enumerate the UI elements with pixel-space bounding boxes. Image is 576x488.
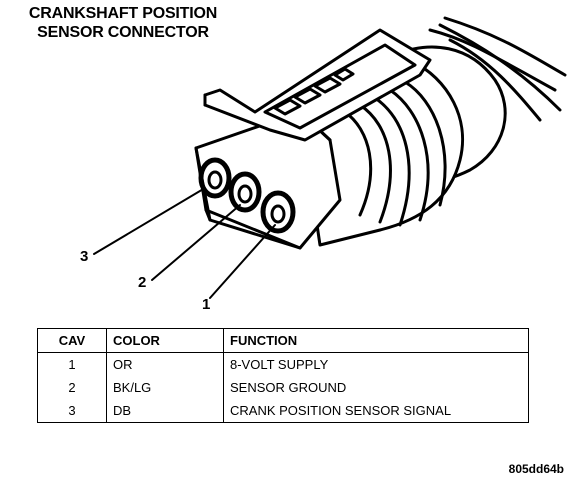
title-line-1: CRANKSHAFT POSITION xyxy=(28,5,218,22)
cell-color: DB xyxy=(106,399,224,423)
wire-3 xyxy=(443,16,567,77)
callout-1: 1 xyxy=(202,296,211,313)
callout-2: 2 xyxy=(138,274,147,291)
cell-cav: 1 xyxy=(37,352,107,376)
header-color: COLOR xyxy=(106,328,224,353)
cavity-1 xyxy=(260,190,296,234)
table-row: 1 OR 8-VOLT SUPPLY xyxy=(37,352,529,376)
cell-cav: 3 xyxy=(37,399,107,423)
cell-cav: 2 xyxy=(37,376,107,399)
title-line-2: SENSOR CONNECTOR xyxy=(37,24,209,41)
header-function: FUNCTION xyxy=(223,328,529,353)
diagram-title: CRANKSHAFT POSITION SENSOR CONNECTOR xyxy=(8,4,238,42)
cell-function: CRANK POSITION SENSOR SIGNAL xyxy=(223,399,529,423)
cell-color: OR xyxy=(106,352,224,376)
cavity-2 xyxy=(228,171,262,213)
cell-function: 8-VOLT SUPPLY xyxy=(223,352,529,376)
header-cav: CAV xyxy=(37,328,107,353)
wire-2 xyxy=(438,23,562,112)
leader-line-2 xyxy=(151,204,241,281)
pinout-table-container: CAV COLOR FUNCTION 1 OR 8-VOLT SUPPLY 2 … xyxy=(37,328,529,423)
cell-color: BK/LG xyxy=(106,376,224,399)
figure-code: 805dd64b xyxy=(508,462,564,476)
leader-line-3 xyxy=(93,187,206,255)
table-header-row: CAV COLOR FUNCTION xyxy=(37,328,529,353)
leader-line-1 xyxy=(209,224,276,299)
table-row: 3 DB CRANK POSITION SENSOR SIGNAL xyxy=(37,399,529,423)
cavity-3 xyxy=(198,157,232,199)
connector-illustration xyxy=(93,16,567,299)
pinout-table: CAV COLOR FUNCTION 1 OR 8-VOLT SUPPLY 2 … xyxy=(37,328,529,423)
cell-function: SENSOR GROUND xyxy=(223,376,529,399)
wire-4 xyxy=(448,38,542,122)
callout-3: 3 xyxy=(80,248,89,265)
table-row: 2 BK/LG SENSOR GROUND xyxy=(37,376,529,399)
